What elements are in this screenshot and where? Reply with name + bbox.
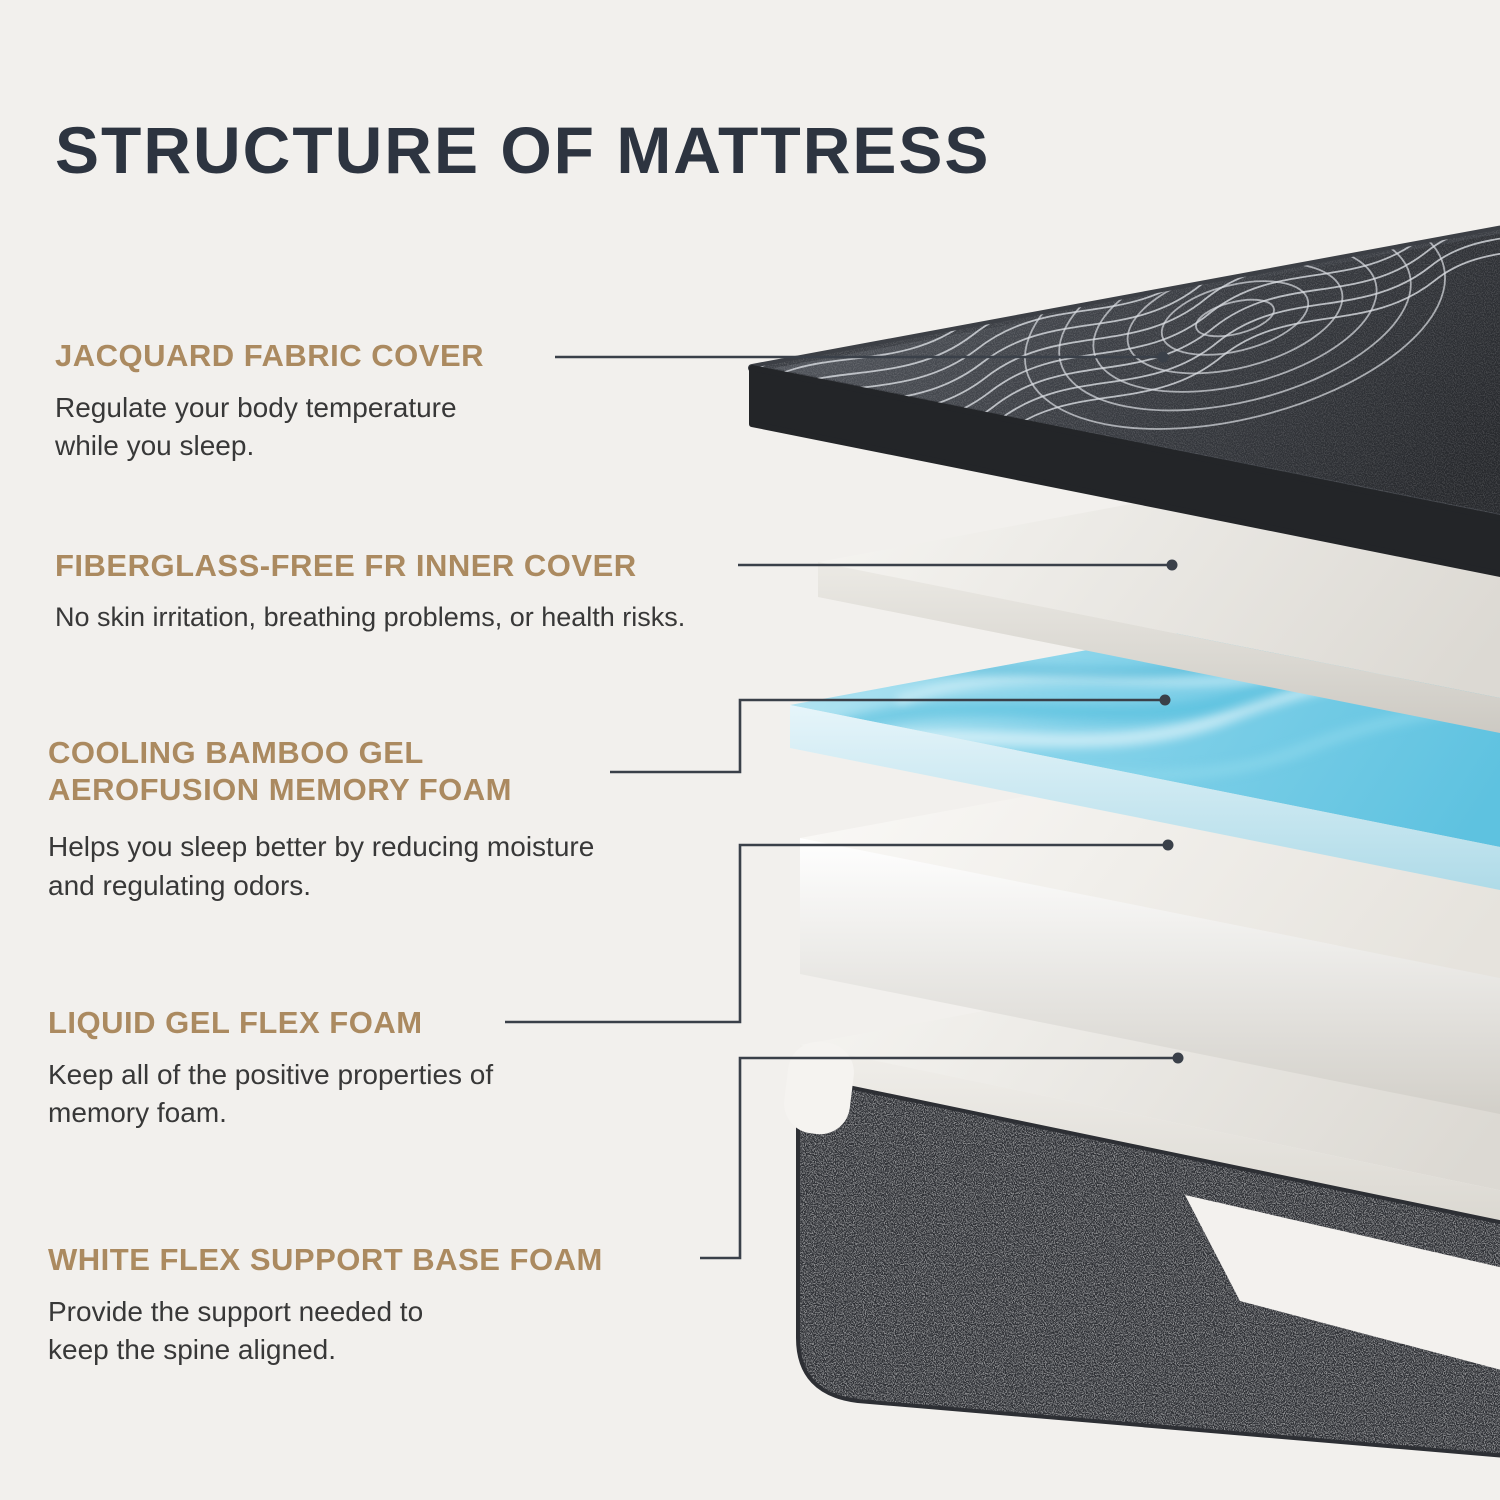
leader-dot-cooling-gel <box>1159 694 1171 706</box>
layer-label-fr-inner-cover: FIBERGLASS-FREE FR INNER COVER No skin i… <box>55 548 685 636</box>
layer-label-jacquard-fabric-cover: JACQUARD FABRIC COVER Regulate your body… <box>55 338 485 466</box>
layer-base-foam <box>784 915 1500 1462</box>
page-title: STRUCTURE OF MATTRESS <box>55 113 991 187</box>
layer-label-base-foam: WHITE FLEX SUPPORT BASE FOAM Provide the… <box>48 1242 603 1370</box>
layer-label-cooling-gel-foam: COOLING BAMBOO GEL AEROFUSION MEMORY FOA… <box>48 735 638 905</box>
layer-heading: LIQUID GEL FLEX FOAM <box>48 1005 423 1040</box>
base-foam-side-reveal <box>1185 1195 1500 1370</box>
layer-liquid-gel-flex-foam <box>800 708 1500 1114</box>
leader-line-cooling-gel <box>610 698 1165 774</box>
layer-fr-inner-cover <box>818 435 1500 734</box>
layer-description: Regulate your body temperature while you… <box>55 391 457 462</box>
leader-line-base-foam <box>700 1056 1178 1260</box>
leader-dot-liquid-gel <box>1162 839 1174 851</box>
layer-heading: FIBERGLASS-FREE FR INNER COVER <box>55 548 637 583</box>
layer-description: No skin irritation, breathing problems, … <box>55 601 686 632</box>
layer-heading: WHITE FLEX SUPPORT BASE FOAM <box>48 1242 603 1277</box>
leader-dot-base-foam <box>1172 1052 1184 1064</box>
layer-label-liquid-gel-flex-foam: LIQUID GEL FLEX FOAM Keep all of the pos… <box>48 1005 568 1133</box>
layer-heading: COOLING BAMBOO GEL AEROFUSION MEMORY FOA… <box>48 735 512 807</box>
layer-cooling-gel-foam <box>790 555 1500 890</box>
gel-marble-pattern <box>790 585 1500 806</box>
base-foam-sheet-curl <box>784 1041 854 1135</box>
leader-dot-fr-cover <box>1166 559 1178 571</box>
layer-description: Keep all of the positive properties of m… <box>48 1058 494 1129</box>
layer-heading: JACQUARD FABRIC COVER <box>55 338 485 373</box>
leader-dot-jacquard <box>1157 351 1169 363</box>
layer-description: Helps you sleep better by reducing moist… <box>48 831 595 901</box>
layer-description: Provide the support needed to keep the s… <box>48 1295 424 1366</box>
